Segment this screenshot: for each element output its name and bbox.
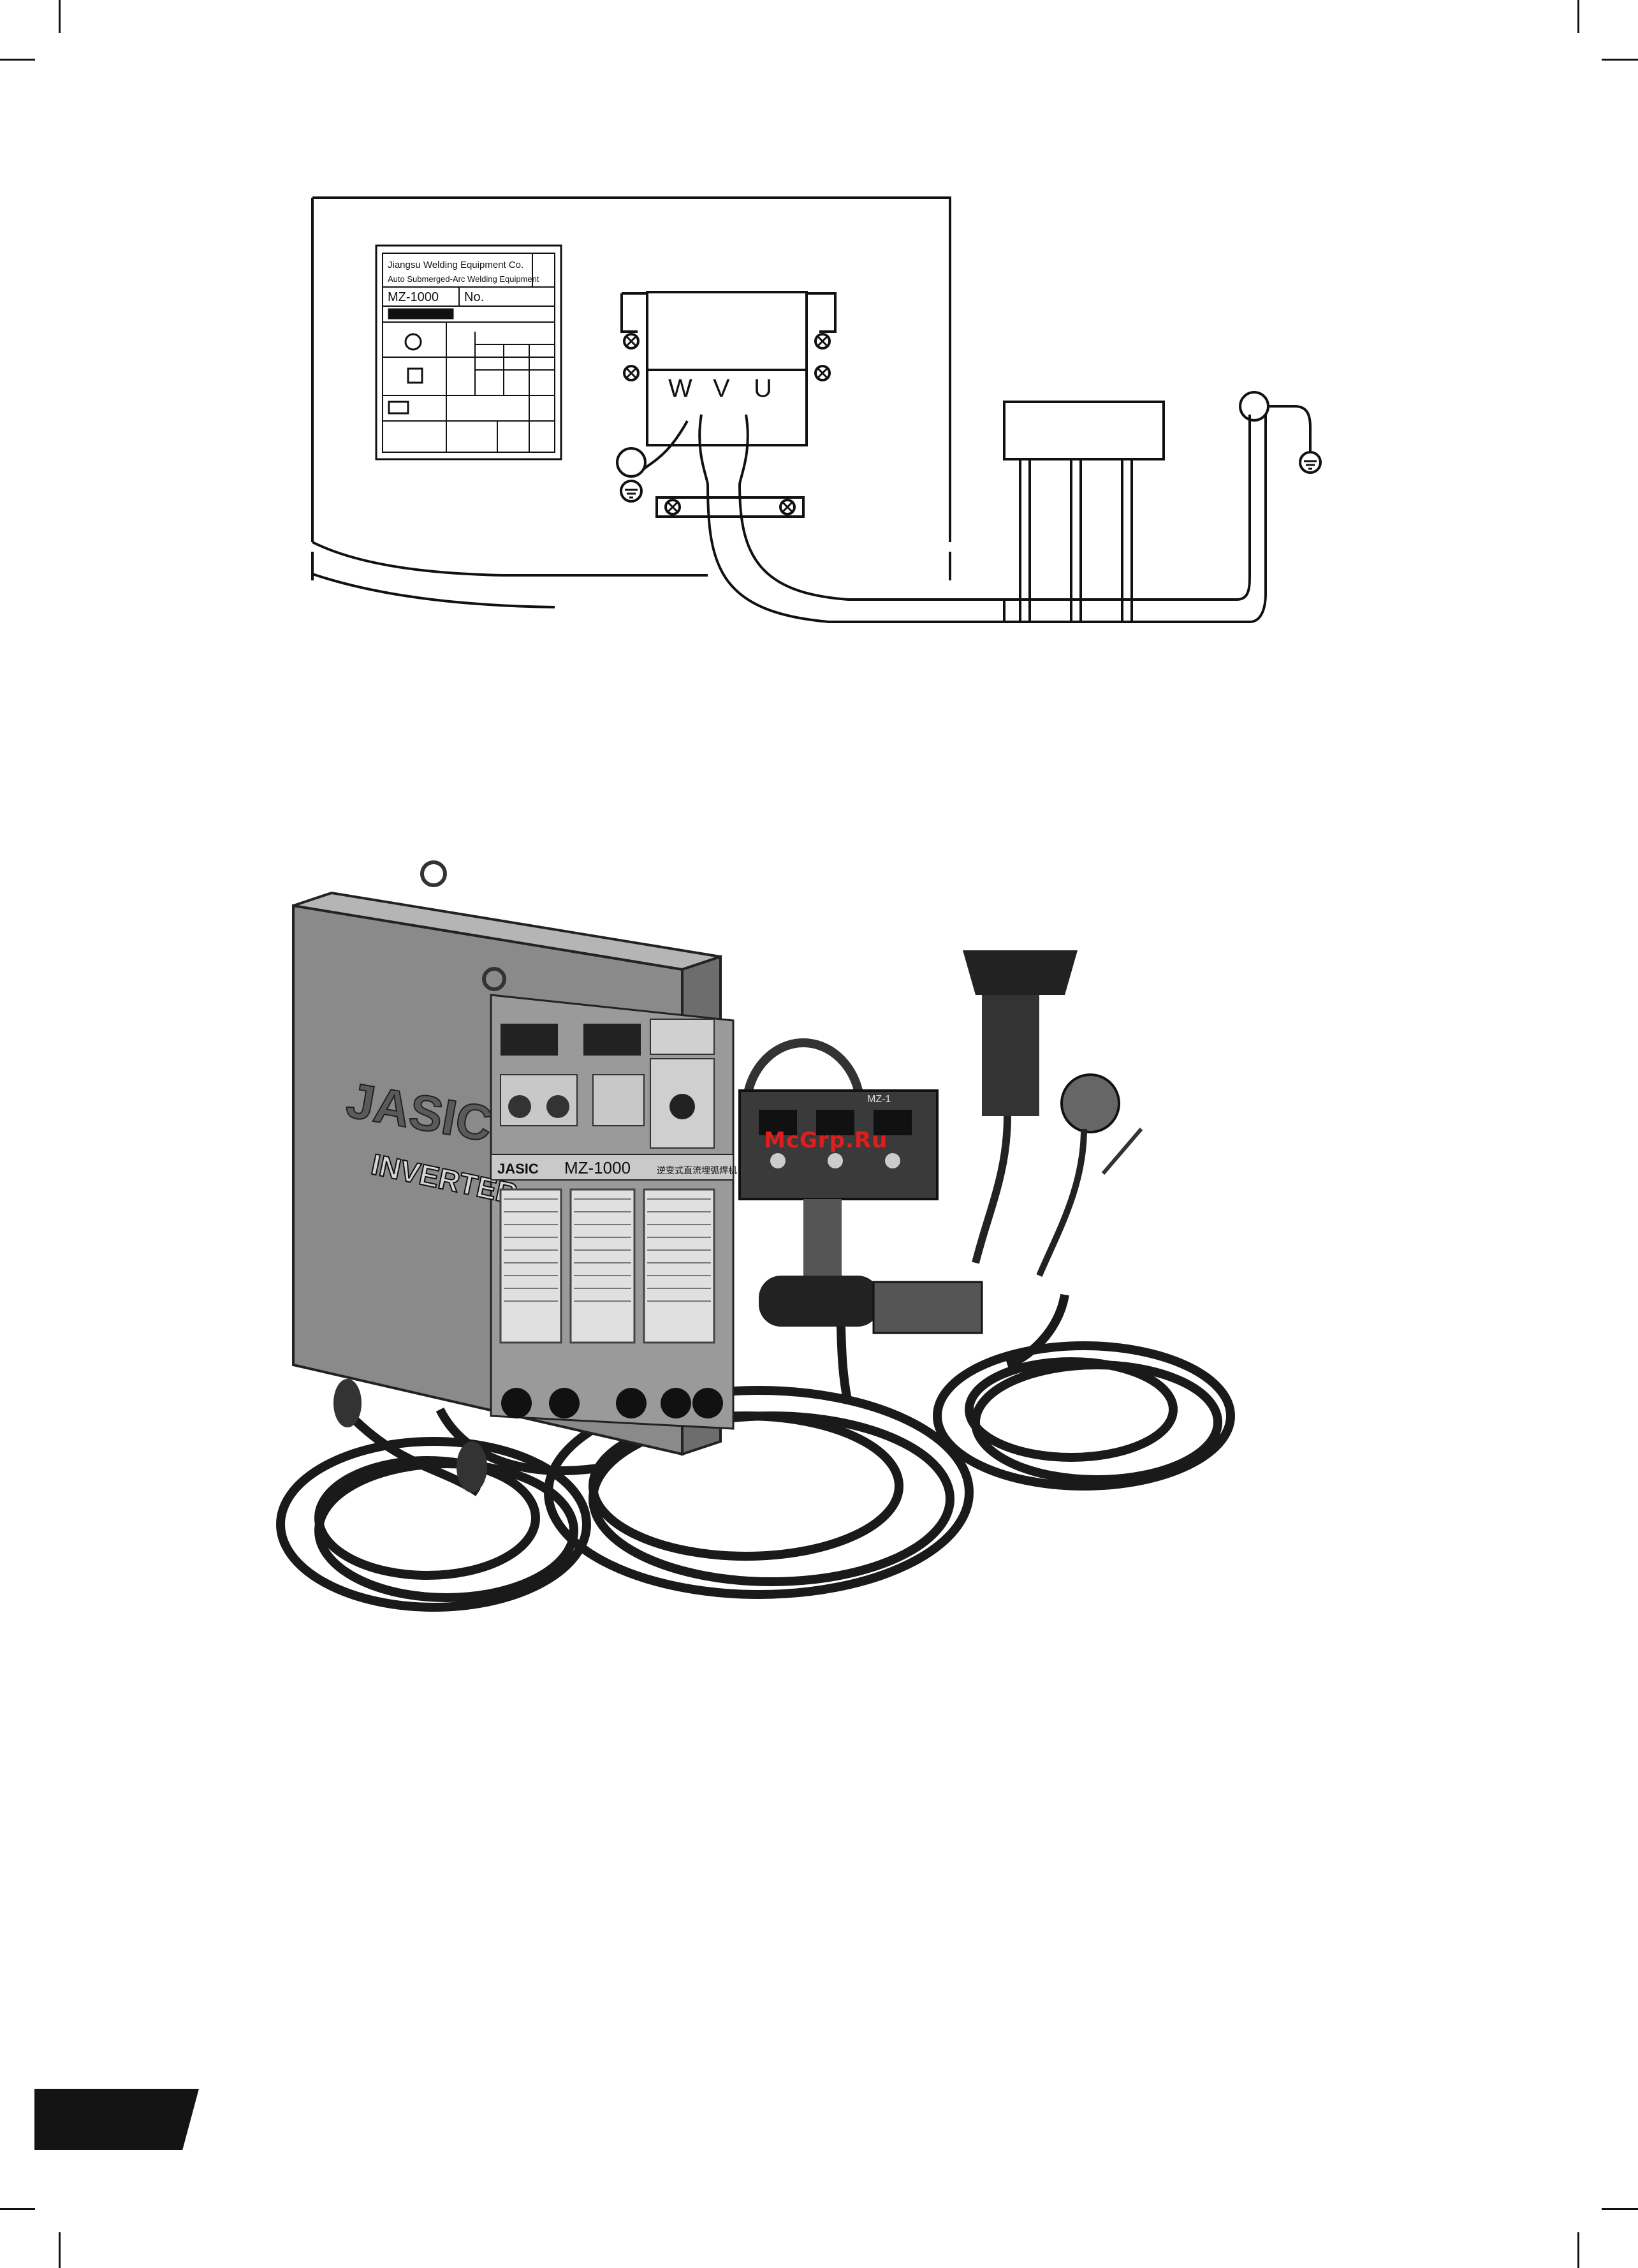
crop-mark <box>59 2232 61 2268</box>
crop-mark <box>1577 2232 1579 2268</box>
controller-model: MZ-1 <box>867 1094 891 1105</box>
crop-mark <box>1602 59 1638 61</box>
nameplate-model: MZ-1000 <box>388 290 439 304</box>
nameplate-header-2: Auto Submerged-Arc Welding Equipment <box>388 274 539 284</box>
crop-mark <box>0 59 35 61</box>
front-brand: JASIC <box>497 1161 539 1177</box>
wiring-diagram: Jiangsu Welding Equipment Co. Auto Subme… <box>300 185 1358 657</box>
nameplate-header-1: Jiangsu Welding Equipment Co. <box>388 260 523 270</box>
terminal-w: W <box>668 374 692 402</box>
page-number-tab <box>34 2089 199 2150</box>
terminal-v: V <box>713 374 730 402</box>
terminal-u: U <box>754 374 772 402</box>
crop-mark <box>0 2208 35 2210</box>
crop-mark <box>59 0 61 33</box>
nameplate-serial: No. <box>464 290 484 304</box>
watermark: McGrp.Ru <box>764 1128 888 1153</box>
crop-mark <box>1577 0 1579 33</box>
front-chinese-label: 逆变式直流埋弧焊机 <box>657 1165 737 1175</box>
crop-mark <box>1602 2208 1638 2210</box>
terminal-block <box>617 292 1320 622</box>
front-model: MZ-1000 <box>564 1158 631 1177</box>
power-source: JASIC INVERTER JASIC MZ-1000 逆变式直流埋弧焊机 <box>293 862 737 1492</box>
welding-machine-photo: JASIC INVERTER JASIC MZ-1000 逆变式直流埋弧焊机 <box>274 855 1371 1658</box>
